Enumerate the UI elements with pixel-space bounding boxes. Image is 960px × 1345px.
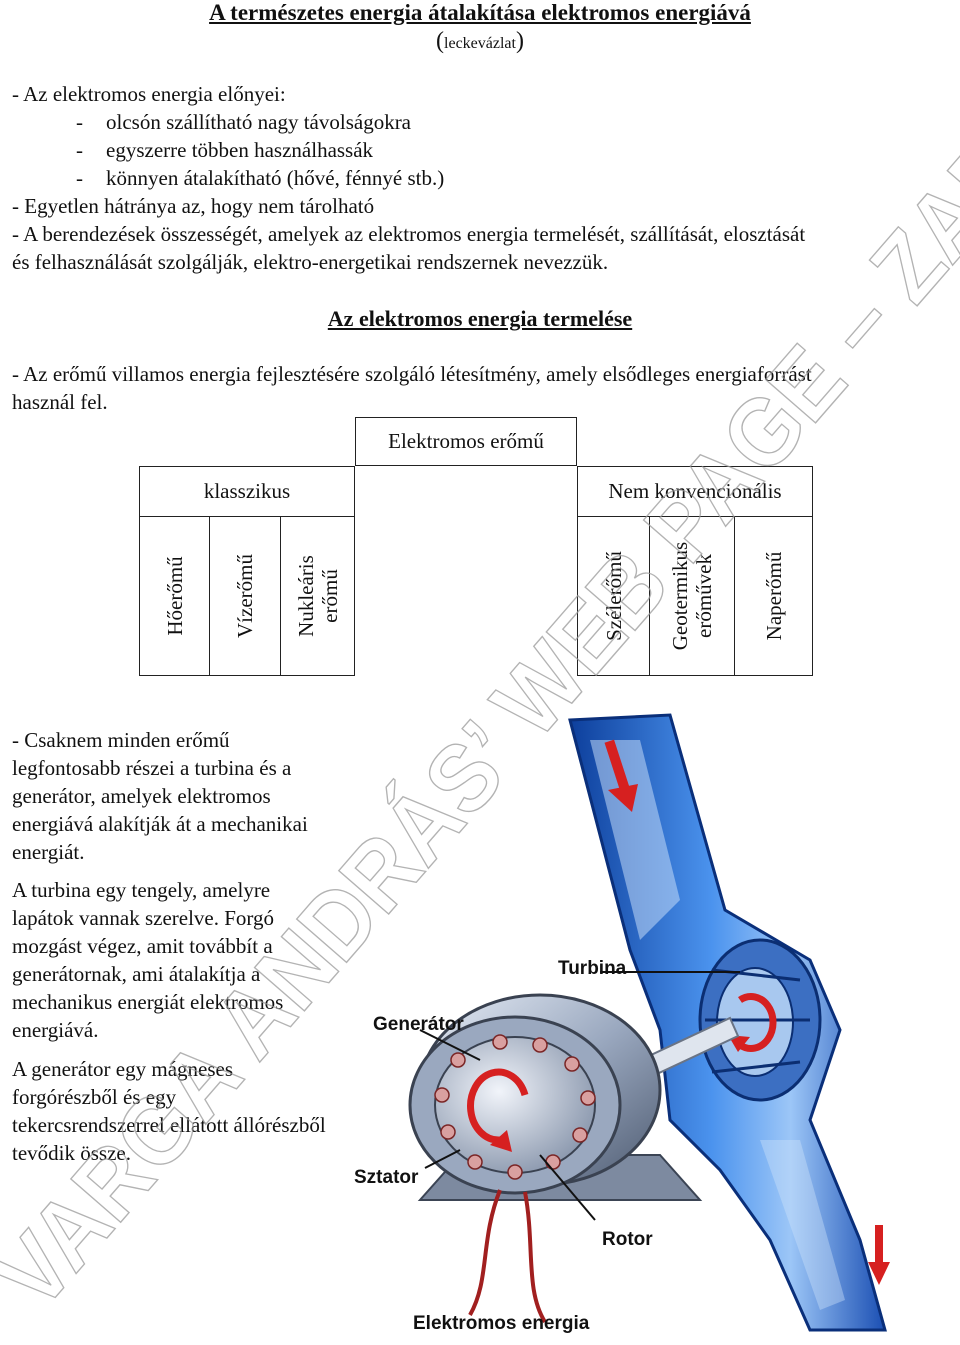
- paragraph-generator: A generátor egy mágneses forgórészből és…: [12, 1057, 326, 1165]
- water-flow-arrow-out: [868, 1225, 890, 1285]
- advantage-item: -egyszerre többen használhassák: [76, 138, 374, 162]
- section-heading: Az elektromos energia termelése: [327, 306, 633, 331]
- diagram-root-box: Elektromos erőmű: [355, 417, 577, 466]
- disadvantage-line: - Egyetlen hátránya az, hogy nem tárolha…: [12, 194, 375, 218]
- subtitle-open-paren: (: [436, 28, 445, 54]
- turbine-blades: [698, 938, 822, 1102]
- definition-line-2: és felhasználását szolgálják, elektro-en…: [12, 250, 609, 274]
- diagram-cell-geothermal: Geotermikus erőművek: [649, 516, 735, 676]
- turbina-label: Turbina: [558, 958, 627, 979]
- cell-label: Vízerőmű: [232, 554, 257, 638]
- generator: [408, 993, 662, 1195]
- paragraph-turbine: A turbina egy tengely, amelyre lapátok v…: [12, 878, 284, 1042]
- production-line-1: - Az erőmű villamos energia fejlesztésér…: [12, 362, 812, 386]
- cell-label: Szélerőmű: [601, 551, 626, 641]
- page-subtitle: (leckevázlat): [0, 28, 960, 55]
- production-line-2: használ fel.: [12, 390, 108, 414]
- advantage-item: -könnyen átalakítható (hővé, fénnyé stb.…: [76, 166, 445, 190]
- advantages-heading: - Az elektromos energia előnyei:: [12, 82, 286, 106]
- diagram-nonconventional-box: Nem konvencionális: [577, 466, 813, 517]
- subtitle-close-paren: ): [515, 28, 524, 54]
- cell-label: Geotermikus erőművek: [667, 541, 716, 651]
- rotor-label: Rotor: [602, 1229, 653, 1250]
- advantage-item: -olcsón szállítható nagy távolságokra: [76, 110, 412, 134]
- page-title: A természetes energia átalakítása elektr…: [209, 0, 751, 25]
- rotor-leader: [539, 1154, 596, 1221]
- diagram-classic-box: klasszikus: [139, 466, 355, 517]
- generator-leader: [419, 1029, 481, 1061]
- sztator-label: Sztator: [354, 1167, 419, 1188]
- cell-label: Hőerőmű: [162, 556, 187, 636]
- turbine-generator-illustration: Turbina Generátor Sztator Rotor Elektrom…: [354, 713, 890, 1334]
- cell-label: Nukleáris erőmű: [293, 555, 342, 637]
- diagram-cell-hydro: Vízerőmű: [209, 516, 281, 676]
- elektromos-energia-label: Elektromos energia: [413, 1313, 590, 1334]
- subtitle-word: leckevázlat: [444, 35, 516, 52]
- definition-line-1: - A berendezések összességét, amelyek az…: [12, 222, 806, 246]
- paragraph-turbine-generator: - Csaknem minden erőmű legfontosabb rész…: [12, 728, 308, 864]
- water-flow-arrow-in: [604, 739, 638, 812]
- diagram-cell-solar: Naperőmű: [734, 516, 813, 676]
- diagram-cell-nuclear: Nukleáris erőmű: [280, 516, 355, 676]
- sztator-leader: [424, 1149, 461, 1169]
- generator-label: Generátor: [373, 1014, 464, 1035]
- diagram-cell-wind: Szélerőmű: [577, 516, 650, 676]
- diagram-cell-thermal: Hőerőmű: [139, 516, 210, 676]
- cell-label: Naperőmű: [761, 551, 786, 641]
- output-wire: [468, 1189, 502, 1316]
- output-wire: [523, 1191, 547, 1324]
